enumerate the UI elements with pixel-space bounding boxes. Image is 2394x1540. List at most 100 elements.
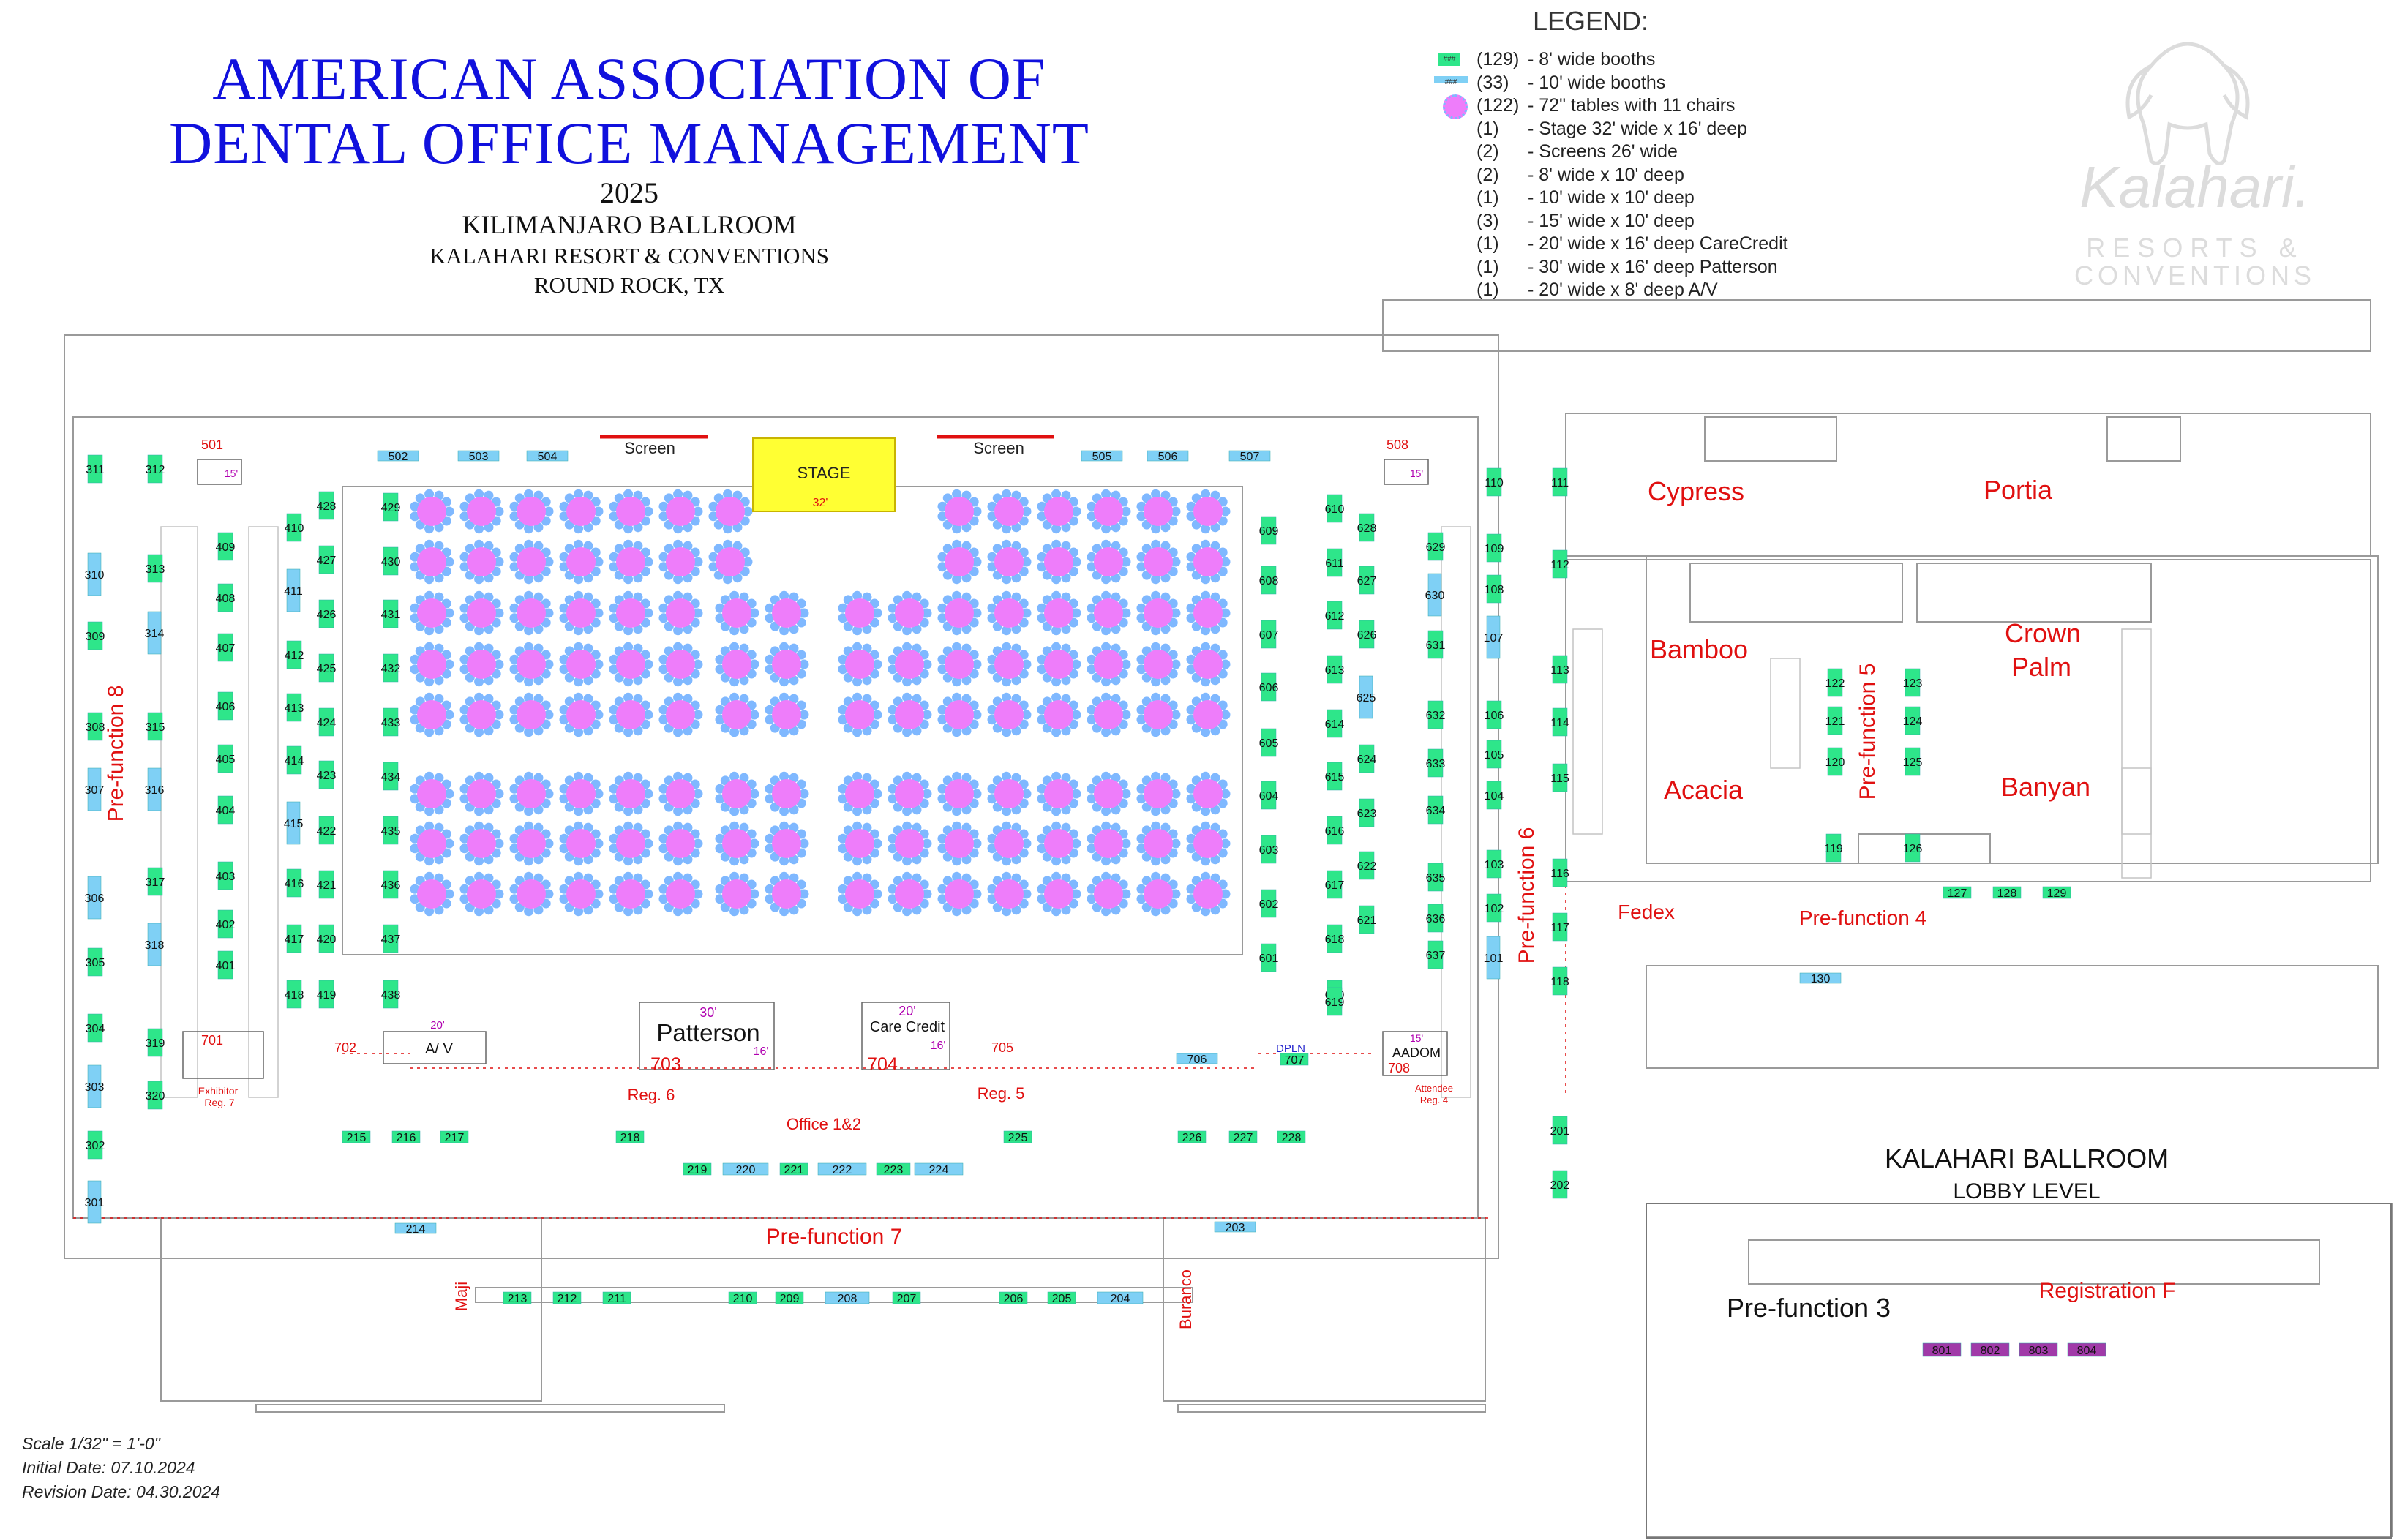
booth-610[interactable]: 610 [1325, 494, 1345, 523]
booth-420[interactable]: 420 [317, 924, 337, 953]
booth-317[interactable]: 317 [146, 867, 165, 896]
booth-635[interactable]: 635 [1426, 863, 1446, 892]
booth-316[interactable]: 316 [145, 767, 165, 811]
booth-221[interactable]: 221 [779, 1162, 808, 1176]
booth-213[interactable]: 213 [503, 1291, 532, 1305]
booth-310[interactable]: 310 [85, 552, 105, 596]
booth-111[interactable]: 111 [1551, 467, 1569, 497]
booth-409[interactable]: 409 [216, 532, 236, 561]
booth-127[interactable]: 127 [1943, 886, 1972, 900]
booth-619[interactable]: 619 [1325, 987, 1345, 1016]
booth-405[interactable]: 405 [216, 744, 236, 773]
booth-416[interactable]: 416 [285, 868, 304, 898]
booth-801[interactable]: 801 [1922, 1342, 1962, 1357]
booth-307[interactable]: 307 [85, 767, 105, 811]
booth-228[interactable]: 228 [1277, 1130, 1306, 1144]
booth-706[interactable]: 706 [1176, 1053, 1218, 1066]
booth-802[interactable]: 802 [1970, 1342, 2010, 1357]
booth-430[interactable]: 430 [381, 546, 401, 576]
booth-117[interactable]: 117 [1550, 912, 1569, 942]
booth-506[interactable]: 506 [1147, 450, 1189, 463]
booth-223[interactable]: 223 [876, 1162, 911, 1176]
booth-609[interactable]: 609 [1259, 516, 1279, 545]
booth-608[interactable]: 608 [1259, 566, 1279, 595]
booth-412[interactable]: 412 [285, 640, 304, 669]
booth-318[interactable]: 318 [145, 923, 165, 966]
booth-417[interactable]: 417 [285, 924, 304, 953]
booth-201[interactable]: 201 [1550, 1116, 1570, 1145]
booth-214[interactable]: 214 [394, 1222, 437, 1236]
booth-601[interactable]: 601 [1259, 943, 1279, 972]
booth-319[interactable]: 319 [146, 1028, 165, 1057]
booth-305[interactable]: 305 [86, 947, 105, 977]
booth-621[interactable]: 621 [1357, 905, 1377, 934]
booth-125[interactable]: 125 [1903, 747, 1923, 776]
booth-707[interactable]: 707 [1280, 1053, 1309, 1067]
booth-107[interactable]: 107 [1484, 615, 1504, 659]
booth-101[interactable]: 101 [1484, 936, 1504, 980]
booth-225[interactable]: 225 [1003, 1130, 1032, 1144]
booth-616[interactable]: 616 [1325, 816, 1345, 845]
booth-129[interactable]: 129 [2042, 886, 2071, 900]
booth-226[interactable]: 226 [1177, 1130, 1207, 1144]
booth-312[interactable]: 312 [146, 454, 165, 484]
booth-207[interactable]: 207 [892, 1291, 921, 1305]
booth-109[interactable]: 109 [1485, 533, 1504, 563]
booth-313[interactable]: 313 [146, 554, 165, 583]
booth-415[interactable]: 415 [284, 801, 304, 845]
booth-625[interactable]: 625 [1357, 675, 1376, 719]
booth-104[interactable]: 104 [1485, 781, 1504, 810]
booth-124[interactable]: 124 [1903, 706, 1923, 735]
booth-222[interactable]: 222 [817, 1162, 867, 1176]
booth-211[interactable]: 211 [602, 1291, 631, 1305]
booth-503[interactable]: 503 [457, 450, 500, 463]
booth-602[interactable]: 602 [1259, 889, 1279, 918]
booth-624[interactable]: 624 [1357, 744, 1377, 773]
booth-203[interactable]: 203 [1214, 1221, 1256, 1234]
booth-632[interactable]: 632 [1426, 700, 1446, 729]
booth-106[interactable]: 106 [1485, 700, 1504, 729]
booth-303[interactable]: 303 [85, 1064, 105, 1108]
booth-636[interactable]: 636 [1426, 904, 1446, 933]
booth-304[interactable]: 304 [86, 1013, 105, 1043]
booth-220[interactable]: 220 [722, 1162, 769, 1176]
booth-218[interactable]: 218 [615, 1130, 645, 1144]
booth-627[interactable]: 627 [1357, 566, 1377, 595]
booth-425[interactable]: 425 [317, 653, 337, 683]
booth-637[interactable]: 637 [1426, 940, 1446, 969]
booth-114[interactable]: 114 [1550, 707, 1569, 737]
booth-309[interactable]: 309 [86, 621, 105, 650]
booth-633[interactable]: 633 [1426, 748, 1446, 778]
booth-217[interactable]: 217 [440, 1130, 469, 1144]
booth-419[interactable]: 419 [317, 980, 337, 1009]
booth-411[interactable]: 411 [284, 568, 303, 612]
booth-504[interactable]: 504 [526, 450, 569, 463]
booth-407[interactable]: 407 [216, 633, 236, 662]
booth-410[interactable]: 410 [285, 513, 304, 542]
booth-102[interactable]: 102 [1485, 893, 1504, 923]
booth-429[interactable]: 429 [381, 492, 401, 522]
booth-603[interactable]: 603 [1259, 835, 1279, 864]
booth-505[interactable]: 505 [1081, 450, 1123, 463]
booth-630[interactable]: 630 [1425, 573, 1445, 617]
booth-116[interactable]: 116 [1550, 858, 1569, 887]
booth-804[interactable]: 804 [2067, 1342, 2106, 1357]
booth-227[interactable]: 227 [1228, 1130, 1258, 1144]
booth-803[interactable]: 803 [2019, 1342, 2058, 1357]
booth-302[interactable]: 302 [86, 1130, 105, 1160]
booth-634[interactable]: 634 [1426, 795, 1446, 825]
booth-402[interactable]: 402 [216, 909, 236, 939]
booth-216[interactable]: 216 [391, 1130, 421, 1144]
booth-224[interactable]: 224 [914, 1162, 964, 1176]
booth-212[interactable]: 212 [552, 1291, 582, 1305]
booth-611[interactable]: 611 [1325, 548, 1344, 577]
booth-605[interactable]: 605 [1259, 728, 1279, 757]
booth-422[interactable]: 422 [317, 816, 337, 845]
booth-119[interactable]: 119 [1824, 833, 1843, 863]
booth-438[interactable]: 438 [381, 980, 401, 1009]
booth-112[interactable]: 112 [1550, 549, 1569, 579]
booth-123[interactable]: 123 [1903, 668, 1923, 697]
booth-414[interactable]: 414 [285, 745, 304, 775]
booth-427[interactable]: 427 [317, 545, 337, 574]
booth-210[interactable]: 210 [728, 1291, 757, 1305]
